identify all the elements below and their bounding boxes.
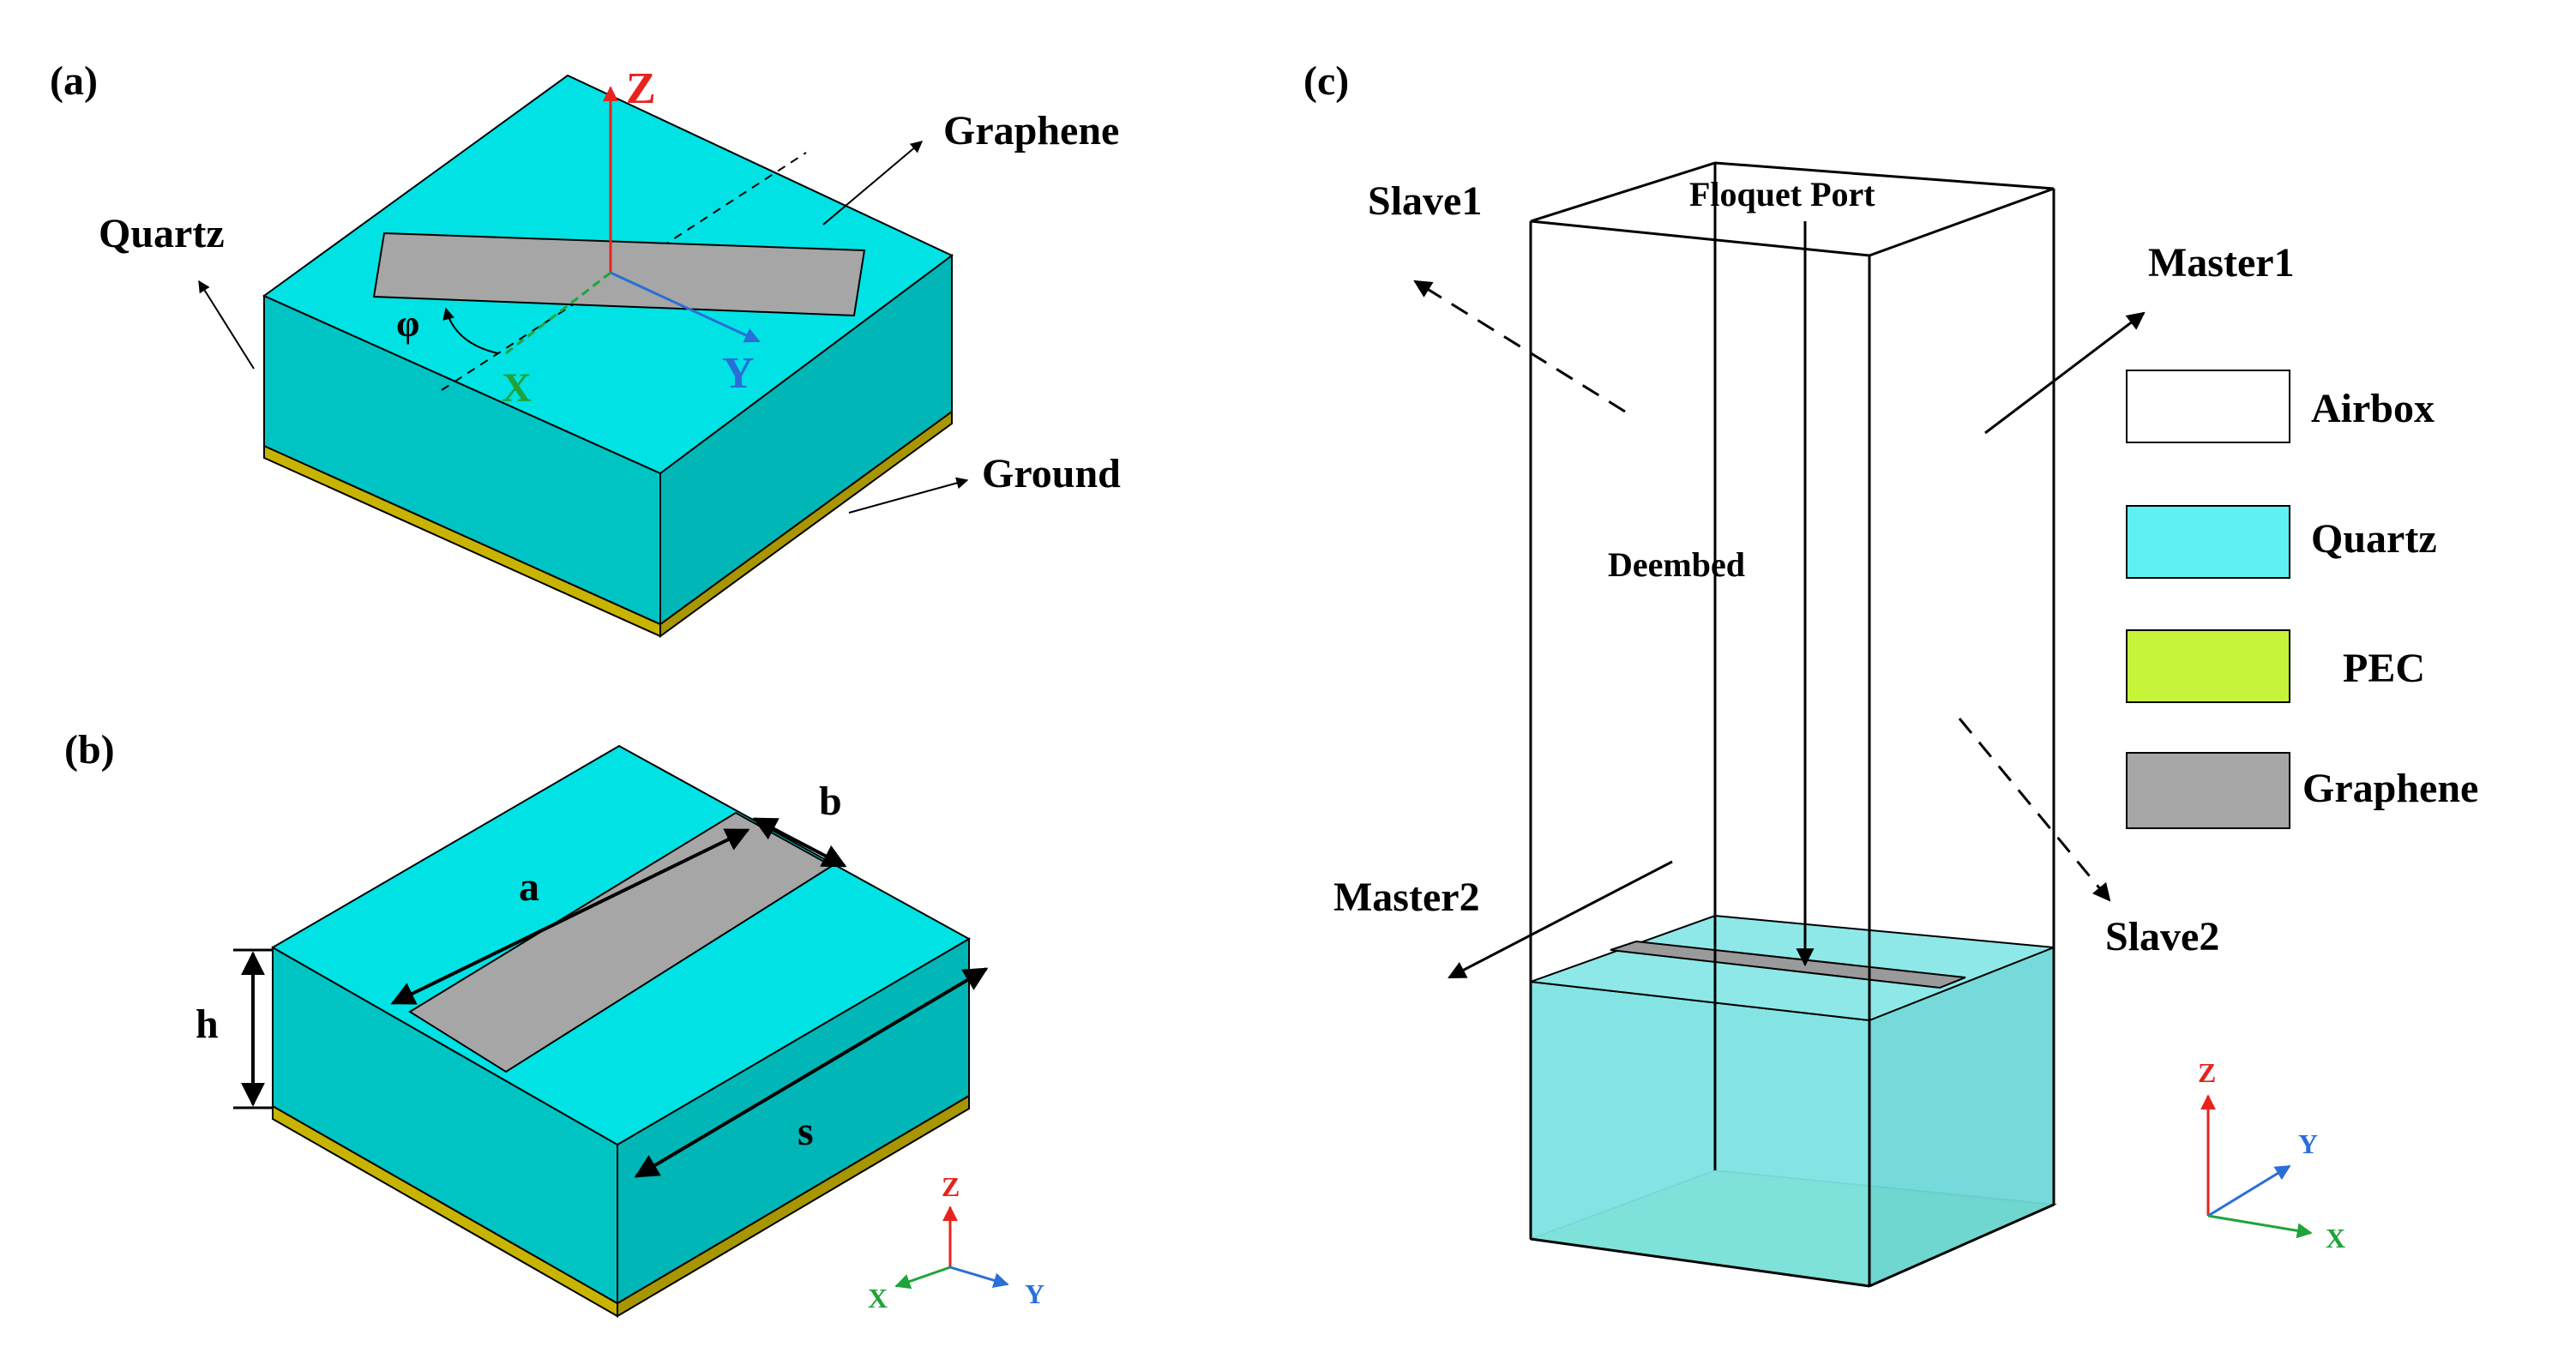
legend-swatch-pec — [2126, 629, 2290, 703]
dim-s-arrow — [634, 967, 989, 1178]
axis-y-label-c: Y — [2298, 1128, 2318, 1159]
y-axis-arrow — [610, 271, 761, 343]
panel-c: (c) Floquet Port Deembed Slave1 Master1 … — [1303, 58, 2478, 1288]
panel-a: (a) Z X Y φ Quartz Graphene Ground — [50, 58, 1121, 638]
legend-label-quartz: Quartz — [2311, 516, 2437, 562]
axis-x-label-b: X — [868, 1283, 888, 1314]
graphene-strip-c — [1610, 940, 1966, 989]
airbox-wireframe — [1529, 161, 2055, 1288]
floquet-port-label: Floquet Port — [1689, 175, 1875, 213]
slave1-arrow — [1413, 280, 1626, 413]
dim-h-label: h — [196, 1001, 219, 1047]
axes-triad-c: Z Y X — [2198, 1057, 2345, 1254]
legend-label-graphene: Graphene — [2302, 766, 2478, 811]
panel-b: (b) a b h s Z X Y — [64, 727, 1044, 1318]
legend-swatch-airbox — [2126, 370, 2290, 443]
deembed-label: Deembed — [1608, 545, 1745, 584]
panel-c-label: (c) — [1303, 58, 1349, 104]
dim-b-label: b — [819, 779, 842, 824]
dim-b-arrow — [752, 817, 847, 868]
dim-s-label: s — [797, 1109, 814, 1154]
axis-z-label-c: Z — [2198, 1057, 2216, 1088]
legend-label-pec: PEC — [2343, 646, 2425, 691]
legend-swatch-graphene — [2126, 752, 2290, 829]
quartz-region-front-left — [1530, 980, 1870, 1288]
master2-label: Master2 — [1333, 875, 1480, 920]
legend-label-airbox: Airbox — [2311, 386, 2435, 431]
graphene-leader — [822, 141, 924, 225]
master1-arrow — [1984, 311, 2146, 435]
slave2-arrow — [1958, 718, 2111, 902]
ground-label: Ground — [982, 451, 1121, 496]
axis-z-label-b: Z — [942, 1171, 960, 1202]
angle-label: φ — [396, 303, 419, 345]
slave2-label: Slave2 — [2105, 914, 2219, 959]
dim-a-label: a — [519, 864, 539, 910]
panel-b-label: (b) — [64, 727, 115, 773]
master2-arrow — [1447, 860, 1673, 979]
panel-a-label: (a) — [50, 58, 98, 104]
axis-z-label-a: Z — [626, 64, 656, 113]
angle-arc — [442, 307, 498, 354]
axis-x-label-a: X — [502, 365, 532, 411]
quartz-label: Quartz — [99, 211, 225, 256]
master1-label: Master1 — [2148, 240, 2295, 286]
axis-y-label-b: Y — [1025, 1278, 1044, 1309]
slave1-label: Slave1 — [1368, 178, 1482, 224]
ground-leader — [848, 477, 969, 514]
dim-a-arrow — [390, 828, 750, 1005]
axis-x-label-c: X — [2326, 1223, 2345, 1254]
graphene-strip-a — [372, 232, 866, 317]
legend: Airbox Quartz PEC Graphene — [2126, 370, 2478, 829]
axis-y-label-a: Y — [722, 349, 755, 398]
quartz-leader — [198, 280, 255, 370]
axes-triad-b: Z X Y — [868, 1171, 1044, 1314]
graphene-label: Graphene — [943, 108, 1119, 153]
legend-swatch-quartz — [2126, 505, 2290, 579]
x-axis-dashed — [505, 271, 611, 355]
